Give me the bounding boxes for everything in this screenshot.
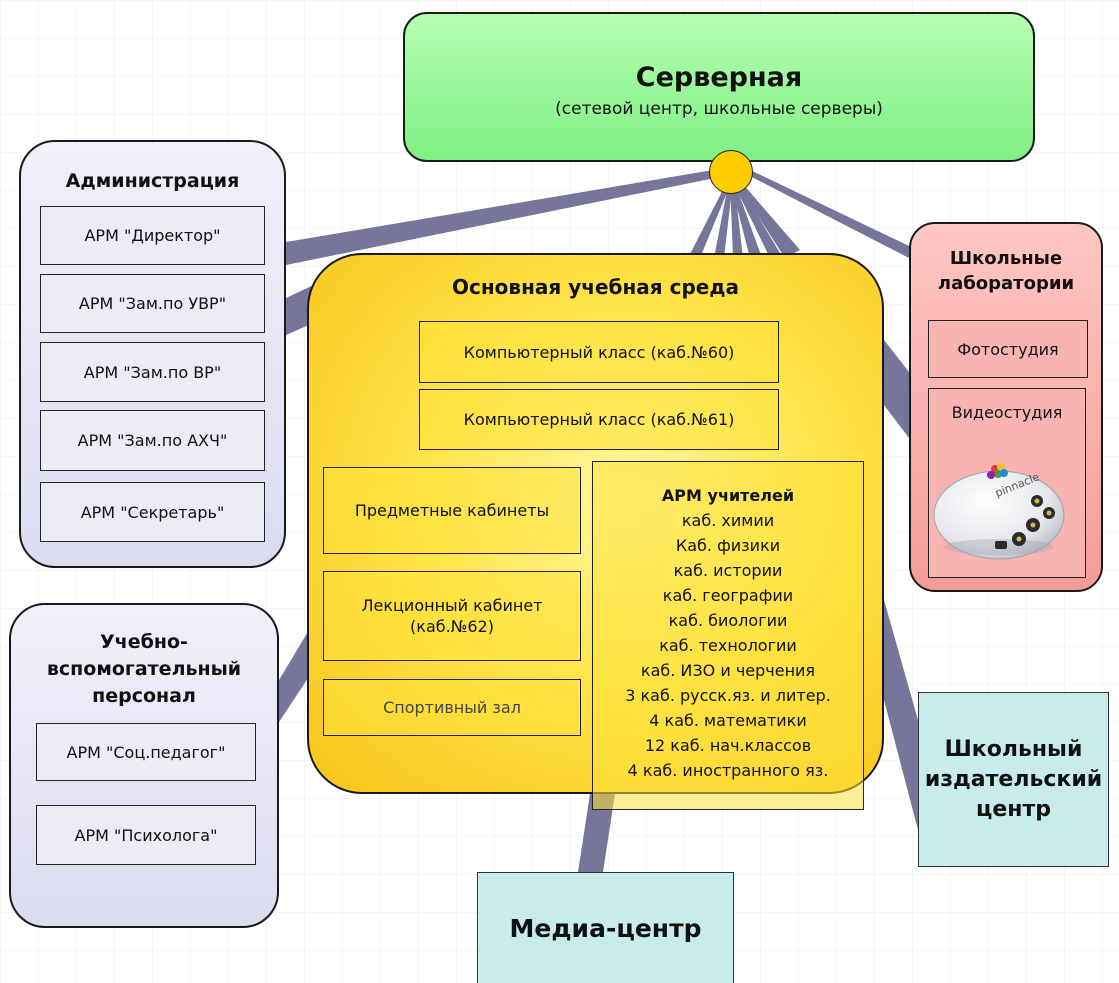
teacher-room-item: каб. химии: [681, 511, 775, 530]
lecture-room-line2: (каб.№62): [410, 617, 494, 636]
teacher-room-item: каб. географии: [662, 586, 794, 605]
support-staff-title-line2: вспомогательный: [46, 658, 242, 680]
server-room-subtitle: (сетевой центр, школьные серверы): [555, 99, 883, 119]
support-staff-group: Учебно- вспомогательный персонал АРМ "Со…: [9, 603, 279, 928]
support-staff-title-line3: персонал: [92, 685, 196, 707]
link-main-media: [578, 794, 615, 872]
link-hub-main-1: [688, 178, 733, 258]
link-hub-admin: [286, 170, 720, 265]
teacher-room-item: 4 каб. математики: [649, 711, 807, 730]
sports-hall: Спортивный зал: [323, 679, 581, 736]
teacher-room-item: 3 каб. русск.яз. и литер.: [625, 686, 831, 705]
teacher-workstations-title: АРМ учителей: [661, 486, 795, 505]
admin-item-deputy-ahch: АРМ "Зам.по АХЧ": [40, 410, 265, 471]
link-hub-labs: [746, 168, 909, 258]
support-item-psychologist: АРМ "Психолога": [36, 805, 256, 865]
video-studio-label: Видеостудия: [951, 403, 1063, 422]
teacher-room-item: 12 каб. нач.классов: [644, 736, 812, 755]
labs-title-line2: лаборатории: [937, 273, 1075, 294]
link-main-labs: [884, 340, 909, 438]
teacher-room-item: 4 каб. иностранного яз.: [627, 761, 829, 780]
publishing-center-line2: издательский: [924, 766, 1103, 792]
admin-item-deputy-vr: АРМ "Зам.по ВР": [40, 342, 265, 402]
link-hub-main-5: [731, 178, 783, 258]
teacher-room-item: каб. истории: [673, 561, 783, 580]
subject-rooms: Предметные кабинеты: [323, 467, 581, 554]
link-hub-main-2: [714, 180, 733, 258]
link-main-publish: [884, 600, 918, 830]
publishing-center-line3: центр: [976, 796, 1051, 822]
support-item-social-pedagogue: АРМ "Соц.педагог": [36, 723, 256, 781]
support-staff-title: Учебно- вспомогательный персонал: [11, 629, 277, 710]
admin-item-deputy-uvr: АРМ "Зам.по УВР": [40, 274, 265, 333]
server-room-title: Серверная: [635, 62, 803, 93]
media-center: Медиа-центр: [477, 872, 734, 983]
lecture-room-line1: Лекционный кабинет: [361, 596, 543, 615]
publishing-center-line1: Школьный: [944, 736, 1083, 762]
support-staff-title-line1: Учебно-: [100, 631, 188, 653]
video-studio: Видеостудия pinnacle: [928, 388, 1086, 578]
lecture-room: Лекционный кабинет (каб.№62): [323, 571, 581, 661]
computer-class-61: Компьютерный класс (каб.№61): [419, 389, 779, 450]
teacher-room-item: каб. ИЗО и черчения: [640, 661, 816, 680]
admin-item-director: АРМ "Директор": [40, 206, 265, 265]
computer-class-60: Компьютерный класс (каб.№60): [419, 321, 779, 383]
video-capture-device-image: pinnacle: [933, 463, 1065, 560]
administration-title: Администрация: [65, 170, 240, 192]
link-hub-main-4: [730, 180, 762, 258]
school-labs-group: Школьные лаборатории Фотостудия Видеосту…: [909, 222, 1103, 592]
teacher-room-item: каб. биологии: [668, 611, 788, 630]
teacher-workstations: АРМ учителей каб. химии Каб. физики каб.…: [592, 461, 864, 810]
publishing-center: Школьный издательский центр: [918, 692, 1109, 867]
pinnacle-logo-icon: [987, 463, 1008, 479]
server-room-block: Серверная (сетевой центр, школьные серве…: [403, 12, 1035, 162]
main-learning-environment: Основная учебная среда Компьютерный клас…: [307, 253, 884, 810]
media-center-title: Медиа-центр: [509, 913, 702, 943]
teacher-room-item: каб. технологии: [659, 636, 797, 655]
admin-item-secretary: АРМ "Секретарь": [40, 482, 265, 542]
administration-group: Администрация АРМ "Директор" АРМ "Зам.по…: [19, 140, 286, 568]
photo-studio: Фотостудия: [928, 320, 1088, 378]
link-hub-main-3: [730, 180, 743, 258]
link-hub-main-6: [732, 176, 800, 258]
network-hub-node: [709, 150, 753, 194]
main-environment-title: Основная учебная среда: [452, 275, 739, 299]
labs-title: Школьные лаборатории: [911, 246, 1101, 296]
labs-title-line1: Школьные: [949, 248, 1063, 269]
teacher-room-item: Каб. физики: [675, 536, 781, 555]
